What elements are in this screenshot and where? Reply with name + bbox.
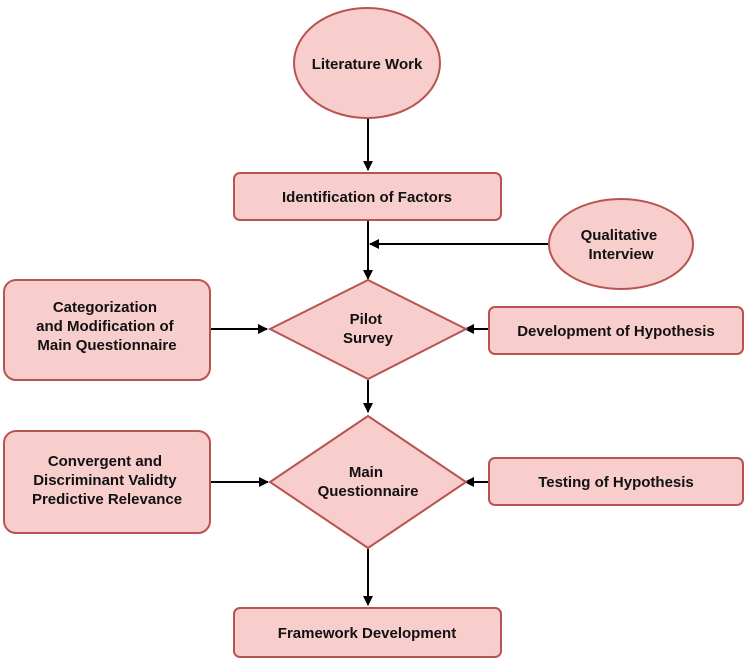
node-testing-of-hypothesis-line-1: Testing of Hypothesis <box>538 474 694 491</box>
svg-text:Pilot Survey: Pilot Survey <box>343 311 394 347</box>
node-development-of-hypothesis: Development of Hypothesis <box>488 306 744 355</box>
node-main-questionnaire-line-2: Questionnaire <box>318 483 419 500</box>
node-pilot-survey: Pilot Survey <box>267 278 469 381</box>
node-qualitative-interview: Qualitative Interview <box>548 198 694 290</box>
node-pilot-survey-line-1: Pilot <box>350 311 383 328</box>
node-convergent-line-1: Convergent and <box>48 453 162 470</box>
svg-text:Identification of Factors: Identification of Factors <box>282 189 452 206</box>
svg-text:Literature Work: Literature Work <box>312 56 423 73</box>
node-convergent-discriminant-validity: Convergent and Discriminant Validty Pred… <box>3 430 211 534</box>
node-literature-work-line-1: Literature Work <box>312 56 423 73</box>
node-framework-development-line-1: Framework Development <box>278 625 456 642</box>
svg-text:Framework Development: Framework Development <box>278 625 456 642</box>
svg-text:Categorization and Modif: Categorization and Modification of Main … <box>36 299 178 354</box>
node-categorization-line-2: and Modification of <box>36 318 174 335</box>
node-qualitative-interview-line-2: Interview <box>588 246 653 263</box>
svg-text:Development of Hypothesis: Development of Hypothesis <box>517 323 715 340</box>
node-framework-development: Framework Development <box>233 607 502 658</box>
node-categorization-line-1: Categorization <box>53 299 157 316</box>
node-development-of-hypothesis-line-1: Development of Hypothesis <box>517 323 715 340</box>
node-categorization-line-3: Main Questionnaire <box>37 337 176 354</box>
svg-text:Convergent and Discrimin: Convergent and Discriminant Validty Pred… <box>32 453 182 508</box>
svg-text:Main Questionnaire: Main Questionnaire <box>318 464 419 500</box>
svg-text:Qualitative Interview: Qualitative Interview <box>581 227 662 263</box>
node-convergent-line-3: Predictive Relevance <box>32 491 182 508</box>
node-identification-of-factors-line-1: Identification of Factors <box>282 189 452 206</box>
node-pilot-survey-line-2: Survey <box>343 330 394 347</box>
svg-text:Testing of Hypothesis: Testing of Hypothesis <box>538 474 694 491</box>
node-qualitative-interview-line-1: Qualitative <box>581 227 658 244</box>
node-categorization-and-modification: Categorization and Modification of Main … <box>3 279 211 381</box>
node-main-questionnaire-line-1: Main <box>349 464 383 481</box>
node-testing-of-hypothesis: Testing of Hypothesis <box>488 457 744 506</box>
node-main-questionnaire: Main Questionnaire <box>268 414 468 550</box>
node-literature-work: Literature Work <box>293 7 441 119</box>
node-identification-of-factors: Identification of Factors <box>233 172 502 221</box>
node-convergent-line-2: Discriminant Validty <box>33 472 177 489</box>
